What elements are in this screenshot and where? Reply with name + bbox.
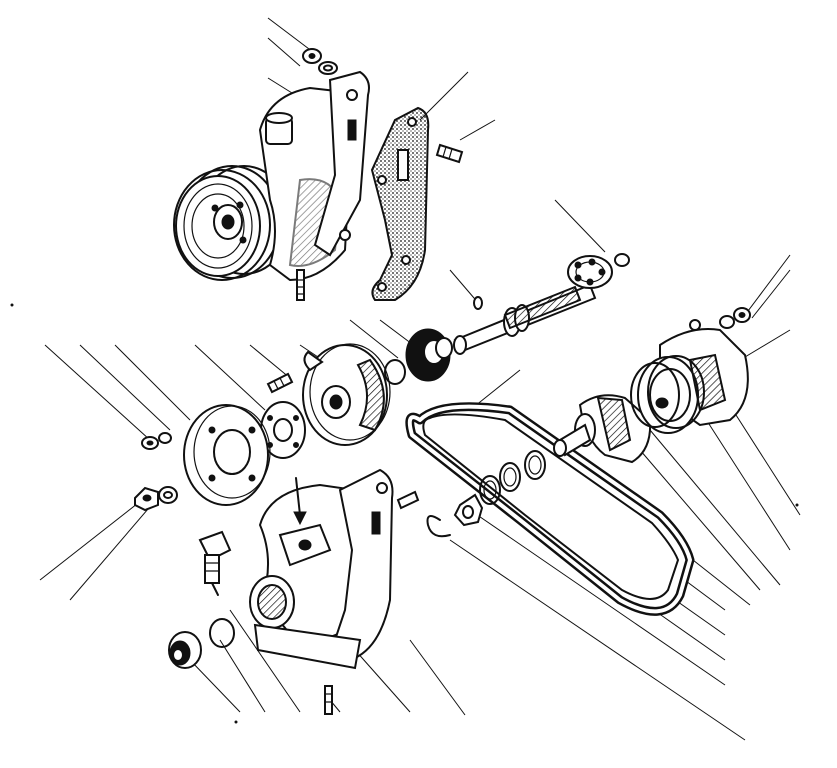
nut-left <box>134 432 178 512</box>
specks <box>10 303 799 724</box>
pump-housing <box>249 468 394 670</box>
pulley-hub <box>302 343 391 446</box>
pump-cover <box>637 319 749 434</box>
cover-nuts <box>719 307 751 329</box>
o-ring <box>209 618 235 648</box>
v-belt <box>405 402 695 616</box>
seal-rings <box>453 450 546 527</box>
seal-ring-upper <box>405 328 453 382</box>
stud-left <box>266 372 294 394</box>
stud-upper <box>435 143 464 164</box>
snap-ring <box>426 515 451 538</box>
bushing <box>168 631 202 669</box>
shaft-bearing <box>453 253 630 355</box>
pump-assembly <box>173 70 370 301</box>
cover-gasket <box>630 362 680 428</box>
nuts-washers <box>302 48 338 75</box>
pulley <box>183 404 271 506</box>
spacer-plate <box>260 401 306 459</box>
impeller <box>553 394 652 464</box>
mounting-bracket <box>370 106 430 301</box>
stud-lower <box>324 490 420 715</box>
seal-washer <box>384 359 406 385</box>
fitting <box>198 530 232 596</box>
dowel-pin <box>473 296 483 310</box>
